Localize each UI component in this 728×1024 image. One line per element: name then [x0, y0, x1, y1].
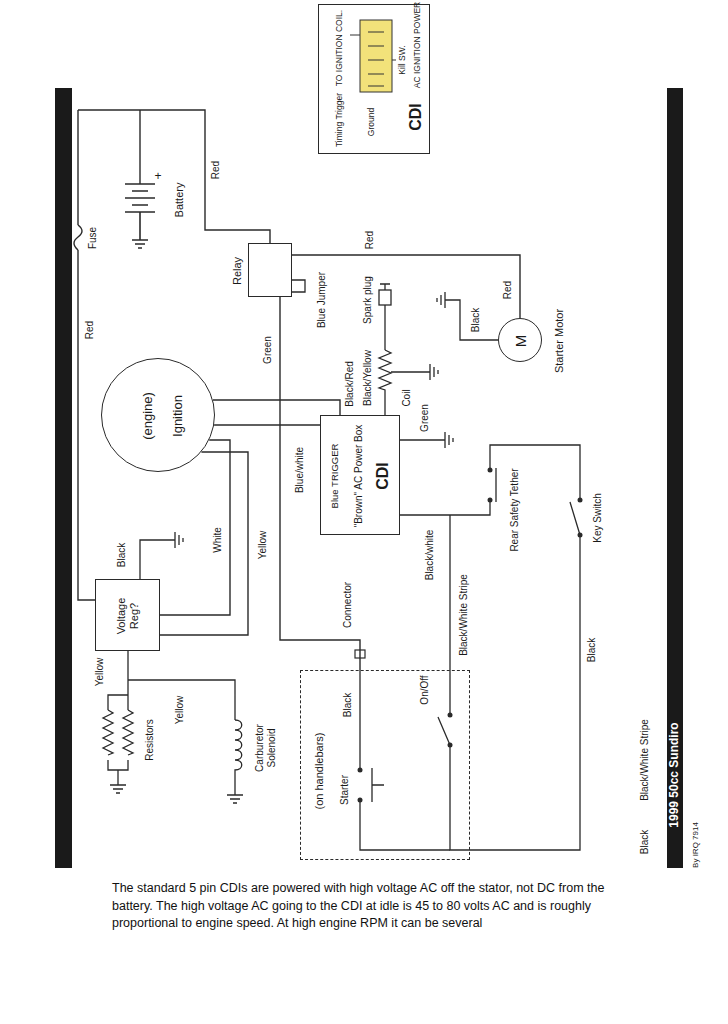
wire-label: Blue Jumper	[316, 272, 328, 328]
wire-label: By IRQ 7914	[691, 822, 700, 868]
wire-label: Ground	[367, 108, 377, 136]
wire-label: +	[154, 170, 161, 184]
wire-label: Spark plug	[362, 276, 374, 324]
wire-label: Yellow	[174, 696, 186, 725]
connector-highlight	[360, 20, 392, 92]
wire-label: Connector	[342, 582, 354, 628]
ground-wire	[140, 532, 183, 580]
wire-label: Black	[470, 308, 482, 332]
switch-contact	[358, 768, 363, 773]
node-text: Relay	[231, 257, 244, 285]
wire-label: Black/Yellow	[362, 350, 374, 406]
node-text: CDI	[374, 462, 392, 490]
ground-wire	[400, 432, 453, 448]
switch-contact	[488, 498, 493, 503]
handlebar-box: (on handlebars)	[300, 670, 470, 860]
wire-label: TO IGNITION COIL.	[335, 10, 345, 86]
coil-symbol	[379, 350, 391, 415]
wire-label: Rear Safety Tether	[509, 468, 521, 551]
wire-label: Red	[210, 161, 222, 179]
ground-wire	[437, 292, 498, 340]
node-text: M	[512, 335, 529, 348]
wire-label: Black	[342, 693, 354, 717]
wire-label: Green	[262, 334, 274, 366]
wire-label: 1999 50cc Sundiro	[668, 722, 682, 827]
wire-label: Fuse	[87, 227, 99, 249]
wire-connector	[213, 400, 340, 415]
fuse-symbol	[74, 225, 82, 250]
switch-contact	[488, 468, 493, 473]
node-text: CDI	[407, 103, 425, 131]
starter-switch	[360, 670, 450, 850]
wire-connector	[160, 452, 248, 635]
wire-label: Black/White Stripe	[639, 719, 651, 801]
solenoid-symbol	[227, 720, 243, 803]
wire-label: Carburetor Solenoid	[254, 715, 277, 781]
caption-text: The standard 5 pin CDIs are powered with…	[112, 880, 644, 933]
switch-contact	[358, 798, 363, 803]
switch-contact	[448, 713, 453, 718]
relay-box: Relay	[248, 243, 292, 297]
resistor-symbol	[103, 710, 133, 755]
wire-label: Starter	[339, 775, 351, 805]
switch-contact	[448, 743, 453, 748]
node-text: Blue TRIGGER	[330, 444, 341, 509]
wire-label: Timing Trigger	[335, 93, 345, 147]
jumper-wire	[292, 280, 305, 292]
wire-label: Yellow	[257, 531, 269, 560]
stripe-wire	[438, 515, 470, 850]
wire-label: Black	[116, 543, 128, 567]
node-text: Starter Motor	[553, 309, 566, 373]
plug-lead	[380, 284, 390, 350]
wire-connector	[160, 440, 230, 615]
yellow-wire	[108, 650, 235, 793]
engine-circle: (engine) Ignition	[101, 358, 215, 472]
wire-label: Black/white	[424, 530, 436, 581]
node-text: Ignition	[171, 395, 186, 437]
node-text: (on handlebars)	[313, 732, 326, 809]
ground-wire	[391, 364, 438, 380]
wire-label: Key Switch	[592, 493, 604, 542]
node-text: "Brown" AC Power Box	[353, 424, 365, 528]
regulator-box: Voltage Reg?	[95, 579, 160, 651]
wire-label: Black/Red	[344, 359, 356, 409]
wire-label: Battery	[173, 183, 186, 218]
wire-label: Red	[502, 281, 514, 299]
wire-connector	[214, 424, 320, 425]
wire-label: On/Off	[419, 675, 431, 704]
wire-label: Coil	[401, 389, 413, 406]
scan-band	[667, 88, 683, 868]
wire-label: Black	[586, 638, 598, 662]
wire-label: Red	[84, 321, 96, 339]
scan-band	[55, 88, 72, 868]
wire-label: Resistors	[144, 719, 156, 761]
spark-plug-symbol	[379, 290, 391, 305]
wire-label: White	[212, 527, 224, 553]
starter-motor: MStarter Motor	[498, 318, 542, 362]
node-text: (engine)	[141, 392, 156, 440]
wire-label: Yellow	[94, 658, 106, 687]
switch-contact	[578, 533, 583, 538]
ground-symbol	[132, 240, 148, 248]
battery-symbol	[125, 184, 155, 240]
wire-label: Red	[364, 231, 376, 249]
kill-wire	[400, 445, 580, 850]
wire-label: Kill SW.	[398, 45, 408, 74]
red-wire	[78, 110, 270, 600]
wire-label: Black/White Stripe	[458, 574, 470, 656]
wire-label: Black	[639, 830, 651, 854]
pin-marks	[350, 32, 396, 86]
wire-label: Green	[419, 404, 431, 432]
wire-label: Blue/white	[294, 445, 306, 495]
node-text: Voltage Reg?	[115, 585, 140, 647]
wire-label: AC IGNITION POWER	[413, 2, 423, 88]
switch-contact	[578, 498, 583, 503]
cdi-box: Blue TRIGGER "Brown" AC Power Box CDI	[320, 415, 400, 535]
